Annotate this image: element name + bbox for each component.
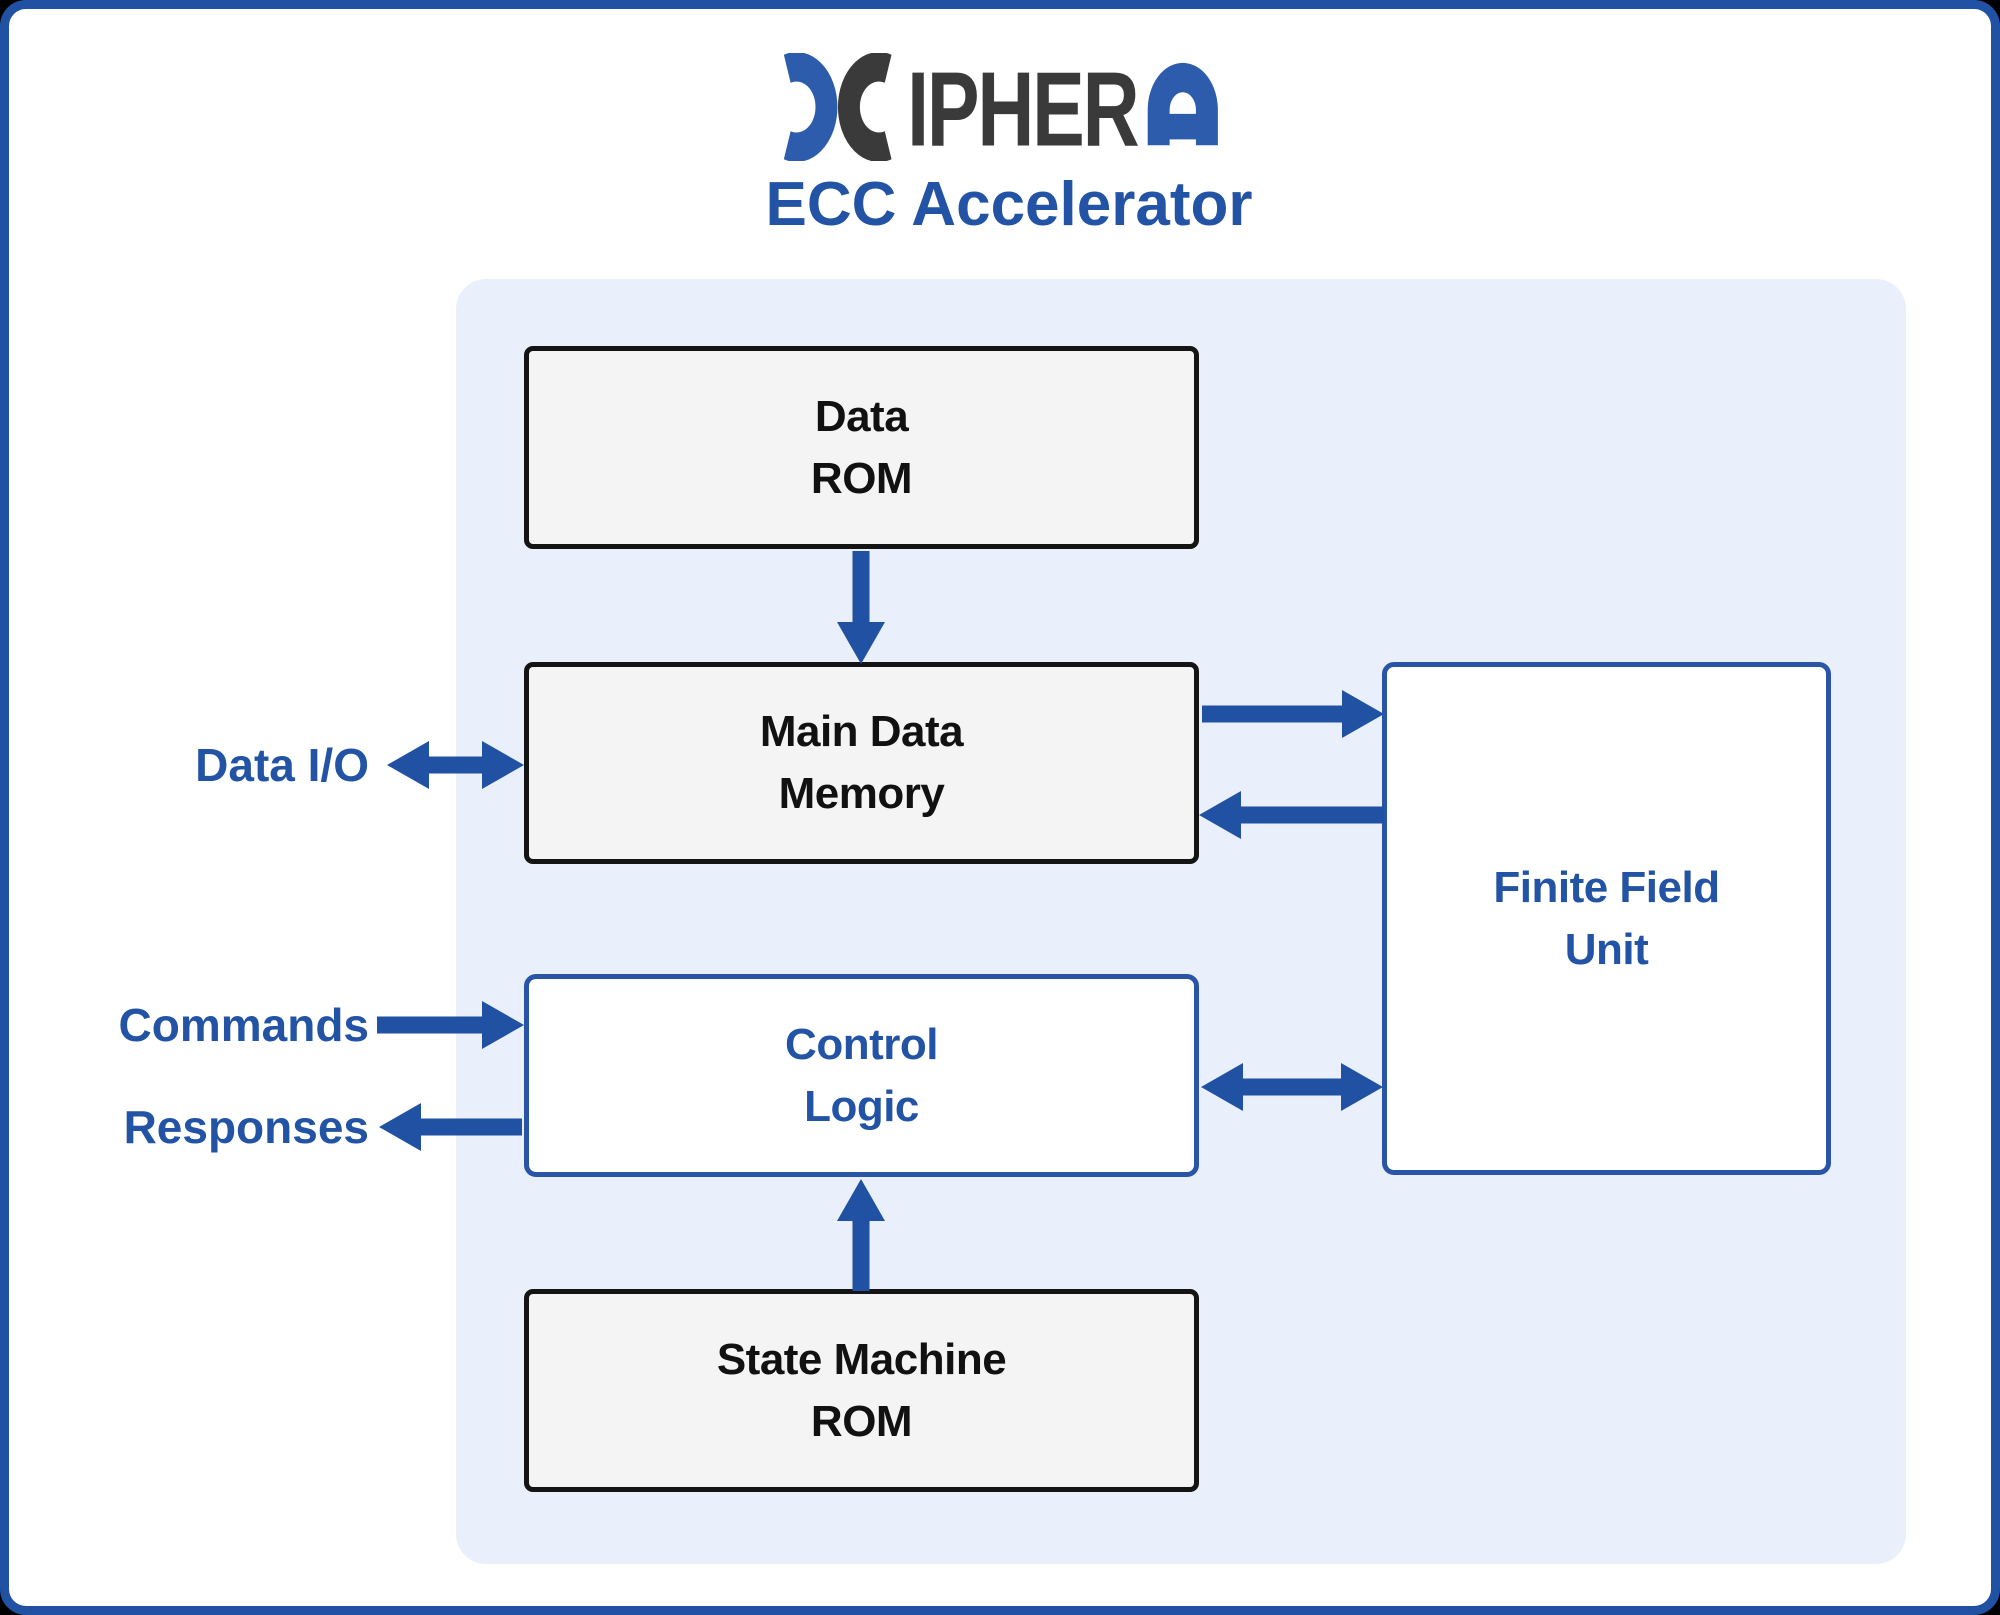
block-label-line: Unit [1564,924,1649,974]
block-state-machine-rom: State Machine ROM [524,1289,1199,1492]
block-label-line: Data [814,391,909,441]
block-main-data-memory: Main Data Memory [524,662,1199,864]
logo-letter-a-icon [1147,62,1218,146]
block-data-rom: Data ROM [524,346,1199,549]
block-label-line: ROM [810,453,913,503]
block-finite-field-unit: Finite Field Unit [1382,662,1831,1175]
label-data-io: Data I/O [195,739,369,791]
logo-letters: IPHER [907,53,1138,161]
label-commands: Commands [118,999,369,1051]
block-label-line: Memory [778,769,945,818]
logo-x-right-glyph [838,53,892,161]
block-control-logic: Control Logic [524,974,1199,1177]
logo-x-left-glyph [783,53,838,161]
block-label-line: Logic [804,1081,919,1131]
label-responses: Responses [123,1101,369,1153]
block-label-line: Finite Field [1493,862,1720,912]
block-label-line: State Machine [716,1334,1007,1384]
xiphera-logo-icon: IPHER [783,53,1218,161]
xiphera-logo: IPHER [777,53,1223,161]
page-title: ECC Accelerator [765,170,1253,239]
block-label-line: Control [785,1019,938,1069]
logo-letter-a-crossbar [1163,113,1203,140]
block-label-line: Main Data [759,707,964,756]
block-label-line: ROM [810,1396,913,1446]
